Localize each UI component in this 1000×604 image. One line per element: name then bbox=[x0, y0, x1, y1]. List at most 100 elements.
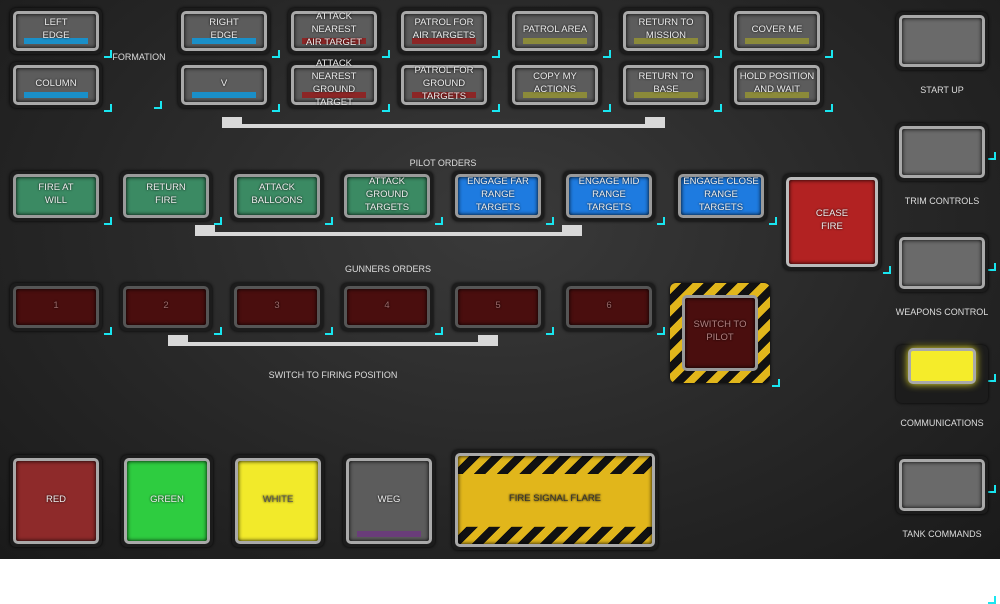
corner-marker bbox=[382, 50, 390, 58]
indicator-bar bbox=[302, 92, 366, 98]
command-button-7[interactable]: COPY MY ACTIONS bbox=[509, 62, 601, 108]
system-label: TANK COMMANDS bbox=[902, 529, 982, 539]
corner-marker bbox=[492, 104, 500, 112]
indicator-bar bbox=[24, 38, 88, 44]
corner-marker bbox=[104, 217, 112, 225]
formation-button-1-face: COLUMN bbox=[13, 65, 99, 105]
pilot-orders-label: PILOT ORDERS bbox=[409, 158, 477, 168]
gunner-button-6[interactable]: 6 bbox=[563, 283, 655, 331]
pilot-bracket bbox=[195, 225, 582, 236]
corner-marker bbox=[214, 217, 222, 225]
switch-to-firing-position-label: SWITCH TO FIRING POSITION bbox=[268, 370, 398, 380]
gunner-button-1[interactable]: 1 bbox=[10, 283, 102, 331]
indicator-bar bbox=[634, 38, 698, 44]
formation-button-3-face: V bbox=[181, 65, 267, 105]
system-tank-commands-button-face bbox=[899, 459, 985, 511]
command-button-4-label: COVER ME bbox=[751, 23, 803, 35]
gunner-button-5[interactable]: 5 bbox=[452, 283, 544, 331]
corner-marker bbox=[325, 327, 333, 335]
indicator-bar bbox=[412, 92, 476, 98]
gunner-button-4-face: 4 bbox=[344, 286, 430, 328]
formation-label: FORMATION bbox=[112, 52, 166, 62]
command-button-0-face: ATTACK NEAREST AIR TARGET bbox=[291, 11, 377, 51]
gunner-button-6-label: 6 bbox=[606, 299, 612, 311]
flare-green-button-face: GREEN bbox=[124, 458, 210, 544]
pilot-order-button-0[interactable]: FIRE AT WILL bbox=[10, 171, 102, 221]
command-button-9-face: HOLD POSITION AND WAIT bbox=[734, 65, 820, 105]
formation-button-3[interactable]: V bbox=[178, 62, 270, 108]
command-button-9[interactable]: HOLD POSITION AND WAIT bbox=[731, 62, 823, 108]
cease-fire-button[interactable]: CEASE FIRE bbox=[783, 174, 881, 270]
command-button-8-label: RETURN TO BASE bbox=[638, 71, 694, 95]
corner-marker bbox=[492, 50, 500, 58]
command-button-5[interactable]: ATTACK NEAREST GROUND TARGET bbox=[288, 58, 380, 108]
formation-button-3-label: V bbox=[220, 77, 228, 89]
system-weapons-control-button[interactable] bbox=[896, 234, 988, 292]
indicator-bar bbox=[357, 531, 421, 537]
pilot-order-button-1[interactable]: RETURN FIRE bbox=[120, 171, 212, 221]
system-trim-controls-button[interactable] bbox=[896, 123, 988, 181]
system-label: COMMUNICATIONS bbox=[900, 418, 984, 428]
system-start-up-button-face bbox=[899, 15, 985, 67]
system-communications-button[interactable] bbox=[896, 345, 988, 403]
command-button-1-label: PATROL FOR AIR TARGETS bbox=[412, 17, 476, 41]
gunner-button-3[interactable]: 3 bbox=[231, 283, 323, 331]
pilot-order-button-4-face: ENGAGE FAR RANGE TARGETS bbox=[455, 174, 541, 218]
flare-red-button-label: RED bbox=[45, 493, 67, 505]
pilot-order-button-6[interactable]: ENGAGE CLOSE RANGE TARGETS bbox=[675, 171, 767, 221]
fire-signal-flare-button[interactable]: FIRE SIGNAL FLARE bbox=[452, 450, 658, 550]
corner-marker bbox=[825, 50, 833, 58]
pilot-order-button-5-label: ENGAGE MID RANGE TARGETS bbox=[578, 175, 640, 213]
pilot-order-button-2[interactable]: ATTACK BALLOONS bbox=[231, 171, 323, 221]
command-button-3[interactable]: RETURN TO MISSION bbox=[620, 8, 712, 54]
flare-white-button[interactable]: WHITE bbox=[232, 455, 324, 547]
system-start-up-button[interactable] bbox=[896, 12, 988, 70]
switch-to-pilot-button[interactable]: SWITCH TO PILOT bbox=[670, 283, 770, 383]
pilot-order-button-5[interactable]: ENGAGE MID RANGE TARGETS bbox=[563, 171, 655, 221]
pilot-order-button-5-face: ENGAGE MID RANGE TARGETS bbox=[566, 174, 652, 218]
command-button-0[interactable]: ATTACK NEAREST AIR TARGET bbox=[288, 8, 380, 54]
pilot-order-button-4[interactable]: ENGAGE FAR RANGE TARGETS bbox=[452, 171, 544, 221]
indicator-bar bbox=[412, 38, 476, 44]
gunner-button-4[interactable]: 4 bbox=[341, 283, 433, 331]
command-button-8[interactable]: RETURN TO BASE bbox=[620, 62, 712, 108]
formation-button-0-face: LEFT EDGE bbox=[13, 11, 99, 51]
indicator-bar bbox=[24, 92, 88, 98]
system-weapons-control-button-face bbox=[899, 237, 985, 289]
gunner-button-2[interactable]: 2 bbox=[120, 283, 212, 331]
flare-weg-button[interactable]: WEG bbox=[343, 455, 435, 547]
formation-button-1[interactable]: COLUMN bbox=[10, 62, 102, 108]
indicator-bar bbox=[523, 38, 587, 44]
corner-marker bbox=[657, 327, 665, 335]
corner-marker bbox=[603, 50, 611, 58]
command-button-7-label: COPY MY ACTIONS bbox=[533, 71, 577, 95]
formation-button-2[interactable]: RIGHT EDGE bbox=[178, 8, 270, 54]
pilot-order-button-0-face: FIRE AT WILL bbox=[13, 174, 99, 218]
pilot-order-button-3[interactable]: ATTACK GROUND TARGETS bbox=[341, 171, 433, 221]
system-communications-button-face bbox=[907, 348, 977, 385]
command-button-1[interactable]: PATROL FOR AIR TARGETS bbox=[398, 8, 490, 54]
indicator-bar bbox=[192, 92, 256, 98]
formation-button-0[interactable]: LEFT EDGE bbox=[10, 8, 102, 54]
gunner-button-5-label: 5 bbox=[495, 299, 501, 311]
command-button-6-face: PATROL FOR GROUND TARGETS bbox=[401, 65, 487, 105]
command-button-6[interactable]: PATROL FOR GROUND TARGETS bbox=[398, 62, 490, 108]
flare-red-button[interactable]: RED bbox=[10, 455, 102, 547]
cease-fire-button-face: CEASE FIRE bbox=[786, 177, 878, 267]
command-button-4[interactable]: COVER ME bbox=[731, 8, 823, 54]
flare-red-button-face: RED bbox=[13, 458, 99, 544]
corner-marker bbox=[988, 152, 996, 160]
corner-marker bbox=[714, 104, 722, 112]
command-bracket bbox=[222, 117, 665, 128]
flare-green-button[interactable]: GREEN bbox=[121, 455, 213, 547]
command-button-2-label: PATROL AREA bbox=[522, 23, 588, 35]
corner-marker bbox=[772, 379, 780, 387]
system-label: WEAPONS CONTROL bbox=[895, 307, 989, 317]
pilot-order-button-3-face: ATTACK GROUND TARGETS bbox=[344, 174, 430, 218]
command-button-2[interactable]: PATROL AREA bbox=[509, 8, 601, 54]
command-button-7-face: COPY MY ACTIONS bbox=[512, 65, 598, 105]
indicator-bar bbox=[192, 38, 256, 44]
system-tank-commands-button[interactable] bbox=[896, 456, 988, 514]
command-button-5-face: ATTACK NEAREST GROUND TARGET bbox=[291, 58, 377, 108]
